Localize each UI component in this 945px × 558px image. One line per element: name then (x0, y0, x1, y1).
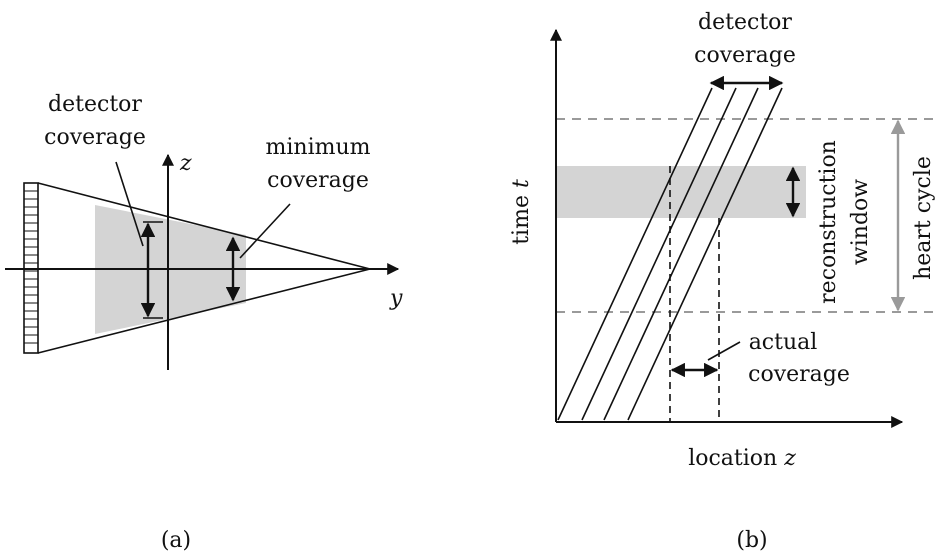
t-axis-label-b: time t (509, 179, 534, 245)
detector-row-line-3 (603, 87, 759, 421)
detector-coverage-label-a-2: coverage (44, 125, 146, 150)
reconstruction-window-label-2: window (848, 179, 873, 265)
z-axis-label-a: z (179, 151, 192, 176)
reconstruction-window-band (556, 166, 806, 218)
minimum-coverage-leader (239, 203, 291, 259)
heart-cycle-label: heart cycle (911, 156, 936, 280)
detector-row-line-4 (627, 87, 783, 421)
actual-coverage-label-1: actual (749, 330, 818, 355)
actual-coverage-leader (707, 341, 741, 361)
cone-lower-edge (37, 268, 371, 354)
caption-b: (b) (736, 528, 767, 553)
caption-a: (a) (161, 528, 191, 553)
minimum-coverage-label-1: minimum (266, 135, 371, 160)
detector-coverage-label-b-1: detector (698, 10, 792, 35)
y-axis-label-a: y (389, 286, 403, 311)
detector-coverage-label-b-2: coverage (694, 43, 796, 68)
actual-coverage-label-2: coverage (748, 362, 850, 387)
detector-coverage-label-a-1: detector (48, 92, 142, 117)
panel-a: detector coverage minimum coverage z y (… (5, 92, 403, 553)
detector-row-line-1 (557, 87, 713, 421)
panel-b: detector coverage time t location z reco… (509, 10, 938, 553)
z-axis-label-b: location z (688, 446, 796, 471)
cone-upper-edge (37, 182, 371, 270)
detector-coverage-leader-a (115, 161, 144, 247)
reconstruction-window-label-1: reconstruction (816, 140, 841, 304)
minimum-coverage-label-2: coverage (267, 168, 369, 193)
detector-row-line-2 (581, 87, 737, 421)
